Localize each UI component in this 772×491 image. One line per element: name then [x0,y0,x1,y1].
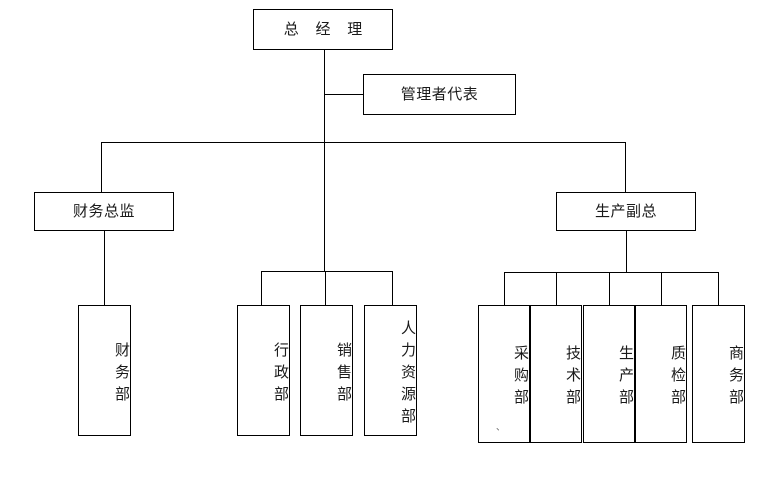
connector-bus-to-production-vp [625,142,626,192]
connector-bus-to-hr [392,271,393,305]
dept-quality-inspection[interactable]: 质检部 [635,305,687,443]
dept-production[interactable]: 生产部 [583,305,635,443]
dept-sales[interactable]: 销售部 [300,305,353,436]
dept-human-resources[interactable]: 人力资源部 [364,305,417,436]
dept-technology[interactable]: 技术部 [530,305,582,443]
connector-executive-bus [101,142,626,143]
connector-finance-director-to-dept [104,231,105,305]
connector-gm-to-mgmt-rep [324,94,363,95]
node-production-vp[interactable]: 生产副总 [556,192,696,231]
connector-gm-dept-bus [261,271,393,272]
connector-bus-to-technology [556,272,557,305]
connector-bus-to-purchasing [504,272,505,305]
dept-sales-label: 销售部 [335,341,353,408]
dept-administration[interactable]: 行政部 [237,305,290,436]
connector-bus-to-finance-director [101,142,102,192]
dept-technology-label: 技术部 [564,345,582,411]
dept-human-resources-label: 人力资源部 [399,319,417,430]
dept-commerce-label: 商务部 [727,345,745,411]
connector-gm-trunk [324,50,325,271]
connector-bus-to-sales [325,271,326,305]
connector-bus-to-production [609,272,610,305]
connector-bus-to-commerce [718,272,719,305]
dept-quality-inspection-label: 质检部 [669,345,687,411]
node-finance-director[interactable]: 财务总监 [34,192,174,231]
dept-finance-label: 财务部 [113,341,131,408]
connector-bus-to-quality [661,272,662,305]
dept-commerce[interactable]: 商务部 [692,305,745,443]
dept-purchasing[interactable]: 采购部 [478,305,531,443]
connector-production-dept-bus [504,272,719,273]
connector-production-vp-trunk [626,231,627,272]
dept-production-label: 生产部 [617,345,635,411]
node-general-manager[interactable]: 总 经 理 [253,9,393,50]
dept-administration-label: 行政部 [272,341,290,408]
dept-finance[interactable]: 财务部 [78,305,131,436]
dept-purchasing-label: 采购部 [512,345,530,411]
connector-bus-to-admin [261,271,262,305]
node-management-representative[interactable]: 管理者代表 [363,74,516,115]
stray-mark: 、 [496,423,506,433]
